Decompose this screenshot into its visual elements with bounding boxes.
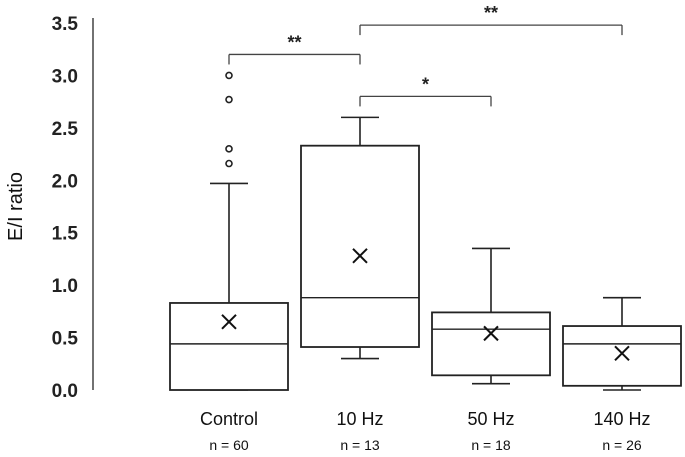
outlier-point [225,71,233,80]
box-iqr [300,144,420,348]
x-category-label: 10 Hz [336,409,383,429]
box-iqr [169,302,289,391]
sample-count-label: n = 18 [471,437,511,453]
y-tick-label: 3.0 [52,66,78,87]
x-category-label: Control [200,409,258,429]
y-tick-label: 0.0 [52,381,78,402]
outlier-point [225,145,233,153]
y-tick-label: 3.5 [52,14,79,35]
marks-layer: ***** [169,3,682,391]
axis-layer: 0.0 0.5 1.0 1.5 2.0 2.5 3.0 3.5E/I ratio [5,14,94,402]
y-axis-title: E/I ratio [5,172,27,241]
sample-count-label: n = 60 [209,437,249,453]
box-group [300,116,420,360]
box-iqr [431,311,551,377]
box-group [562,296,682,391]
box-iqr [562,325,682,387]
outlier-point [225,95,233,104]
labels-layer: Control n = 60 10 Hz n = 13 50 Hz n = 18 140 H… [200,409,651,453]
significance-label: ** [484,3,498,23]
x-category-label: 140 Hz [593,409,650,429]
significance-label: ** [287,32,301,52]
box-group [431,247,551,385]
y-tick-label: 2.5 [52,119,79,140]
significance-bracket: ** [359,3,623,36]
mean-marker [352,248,368,264]
y-tick-label: 2.0 [52,171,78,192]
y-tick-label: 1.5 [52,224,79,245]
x-category-label: 50 Hz [467,409,514,429]
significance-label: * [422,74,429,94]
y-tick-label: 1.0 [52,276,78,297]
box-group [169,71,289,391]
significance-bracket: ** [228,32,361,65]
mean-marker [614,345,630,362]
y-tick-label: 0.5 [52,329,79,350]
sample-count-label: n = 13 [340,437,380,453]
outlier-point [225,159,233,168]
sample-count-label: n = 26 [602,437,642,453]
mean-marker [483,325,499,342]
significance-bracket: * [359,74,492,107]
mean-marker [221,314,237,330]
